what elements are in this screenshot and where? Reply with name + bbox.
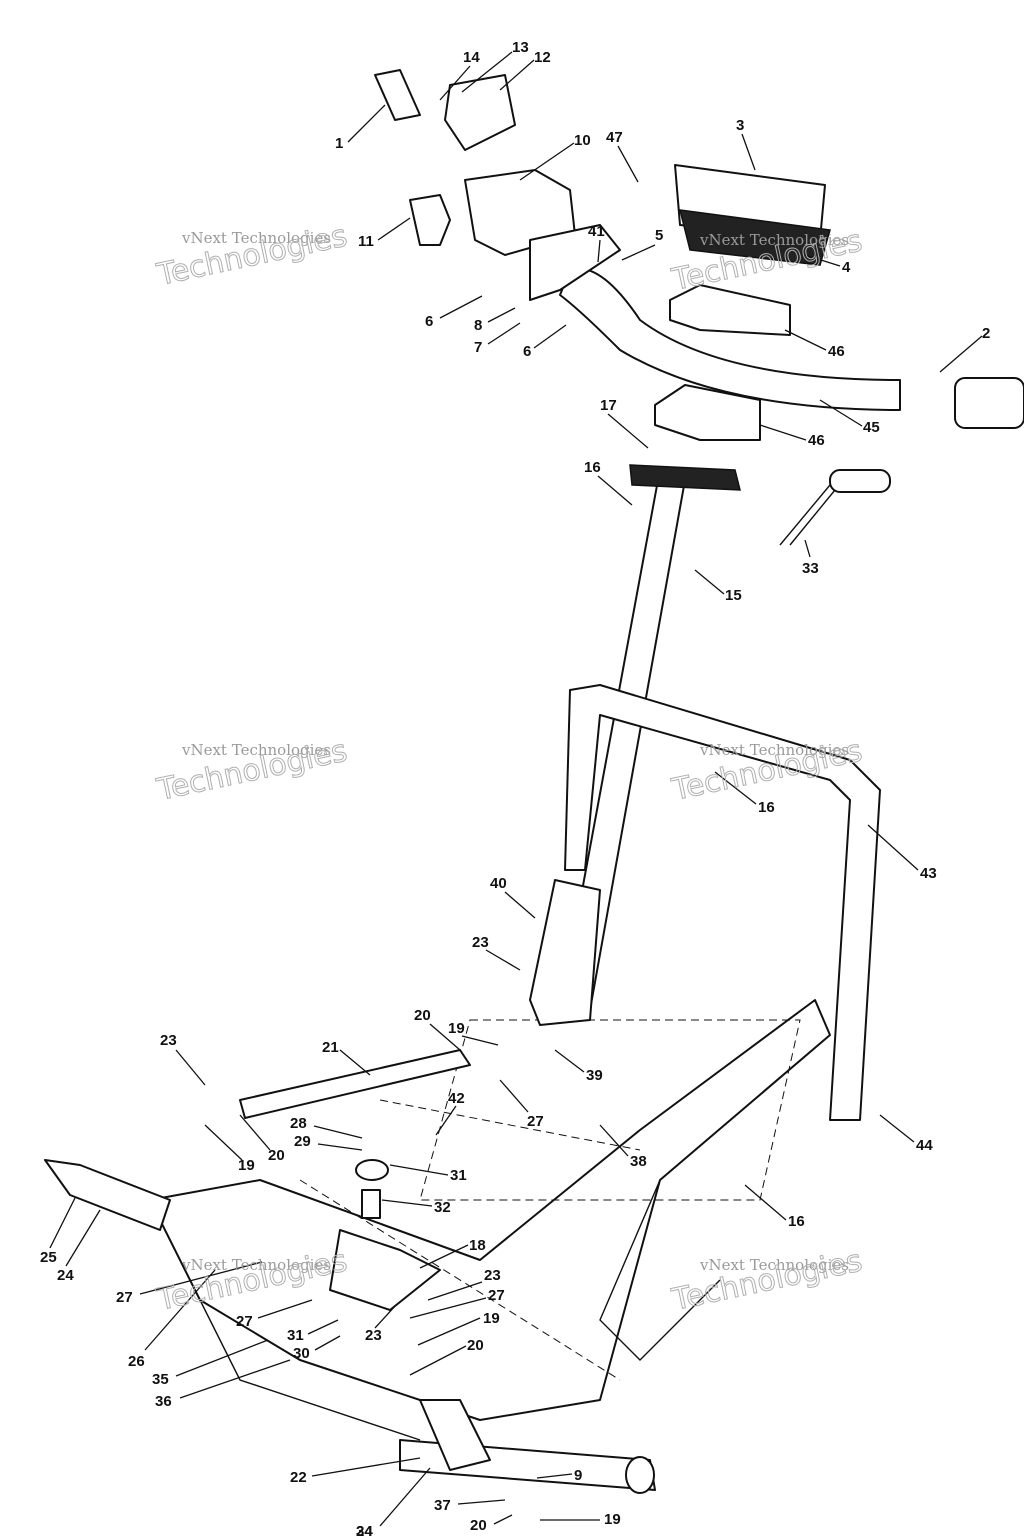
- callout-34: 34: [356, 1523, 373, 1536]
- callout-47: 47: [606, 129, 623, 146]
- callout-6: 6: [425, 313, 433, 330]
- callout-11: 11: [358, 233, 374, 250]
- callout-23d: 23: [365, 1327, 382, 1344]
- callout-21: 21: [322, 1039, 339, 1056]
- callout-36: 36: [155, 1393, 172, 1410]
- callout-19a: 19: [448, 1020, 465, 1037]
- callout-29: 29: [294, 1133, 311, 1150]
- watermark-text: vNext Technologies: [699, 1256, 849, 1274]
- cover-assembly: [674, 164, 831, 266]
- callout-23c: 23: [484, 1267, 501, 1284]
- watermark-text: vNext Technologies: [699, 741, 849, 759]
- callout-37: 37: [434, 1497, 451, 1514]
- callout-28: 28: [290, 1115, 307, 1132]
- callout-46a: 46: [828, 343, 845, 360]
- callout-labels: 1 2 3 4 5 6 6 7 8 9 10 11 12 13 14 15 16…: [40, 39, 990, 1536]
- callout-23b: 23: [472, 934, 489, 951]
- callout-15: 15: [725, 587, 742, 604]
- callout-17: 17: [600, 397, 617, 414]
- callout-16b: 16: [758, 799, 775, 816]
- watermark-text: vNext Technologies: [181, 1256, 331, 1274]
- callout-31b: 31: [287, 1327, 304, 1344]
- callout-14: 14: [463, 49, 480, 66]
- callout-45: 45: [863, 419, 880, 436]
- callout-32: 32: [434, 1199, 451, 1216]
- callout-20a: 20: [414, 1007, 431, 1024]
- callout-2: 2: [982, 325, 990, 342]
- callout-12: 12: [534, 49, 551, 66]
- callout-43: 43: [920, 865, 937, 882]
- callout-1: 1: [335, 135, 343, 152]
- clamps: [654, 284, 791, 441]
- callout-24b: 24: [356, 1523, 373, 1536]
- callout-35: 35: [152, 1371, 169, 1388]
- callout-9: 9: [574, 1467, 582, 1484]
- callout-38: 38: [630, 1153, 647, 1170]
- watermark-text: vNext Technologies: [699, 231, 849, 249]
- callout-27c: 27: [527, 1113, 544, 1130]
- spring-coil: [779, 469, 891, 546]
- callout-24a: 24: [57, 1267, 74, 1284]
- callout-16a: 16: [584, 459, 601, 476]
- callout-40: 40: [490, 875, 507, 892]
- callout-5: 5: [655, 227, 663, 244]
- frame-handle-bar: [564, 684, 881, 1121]
- handlebar: [559, 267, 1024, 429]
- callout-7: 7: [474, 339, 482, 356]
- callout-4: 4: [842, 259, 851, 276]
- watermark-text: vNext Technologies: [181, 741, 331, 759]
- lower-frame: [149, 999, 831, 1494]
- callout-27b: 27: [236, 1313, 253, 1330]
- callout-42: 42: [448, 1090, 465, 1107]
- callout-20c: 20: [467, 1337, 484, 1354]
- callout-10: 10: [574, 132, 591, 149]
- tie-rod: [44, 1049, 491, 1471]
- steering-column: [529, 464, 741, 1026]
- callout-27d: 27: [488, 1287, 505, 1304]
- callout-44: 44: [916, 1137, 933, 1154]
- callout-3: 3: [736, 117, 744, 134]
- callout-26: 26: [128, 1353, 145, 1370]
- callout-46b: 46: [808, 432, 825, 449]
- callout-30: 30: [293, 1345, 310, 1362]
- callout-33: 33: [802, 560, 819, 577]
- callout-20d: 20: [470, 1517, 487, 1534]
- callout-8: 8: [474, 317, 482, 334]
- callout-13: 13: [512, 39, 529, 56]
- callout-18: 18: [469, 1237, 486, 1254]
- callout-27a: 27: [116, 1289, 133, 1306]
- callout-31a: 31: [450, 1167, 467, 1184]
- callout-39: 39: [586, 1067, 603, 1084]
- throttle-assembly: [374, 69, 621, 301]
- callout-6b: 6: [523, 343, 531, 360]
- callout-19b: 19: [238, 1157, 255, 1174]
- callout-20b: 20: [268, 1147, 285, 1164]
- callout-25: 25: [40, 1249, 57, 1266]
- callout-41: 41: [588, 223, 605, 240]
- callout-22: 22: [290, 1469, 307, 1486]
- callout-16c: 16: [788, 1213, 805, 1230]
- callout-23a: 23: [160, 1032, 177, 1049]
- callout-19d: 19: [604, 1511, 621, 1528]
- watermark-large: Technologies: [668, 1244, 865, 1319]
- watermark-text: vNext Technologies: [181, 229, 331, 247]
- callout-19c: 19: [483, 1310, 500, 1327]
